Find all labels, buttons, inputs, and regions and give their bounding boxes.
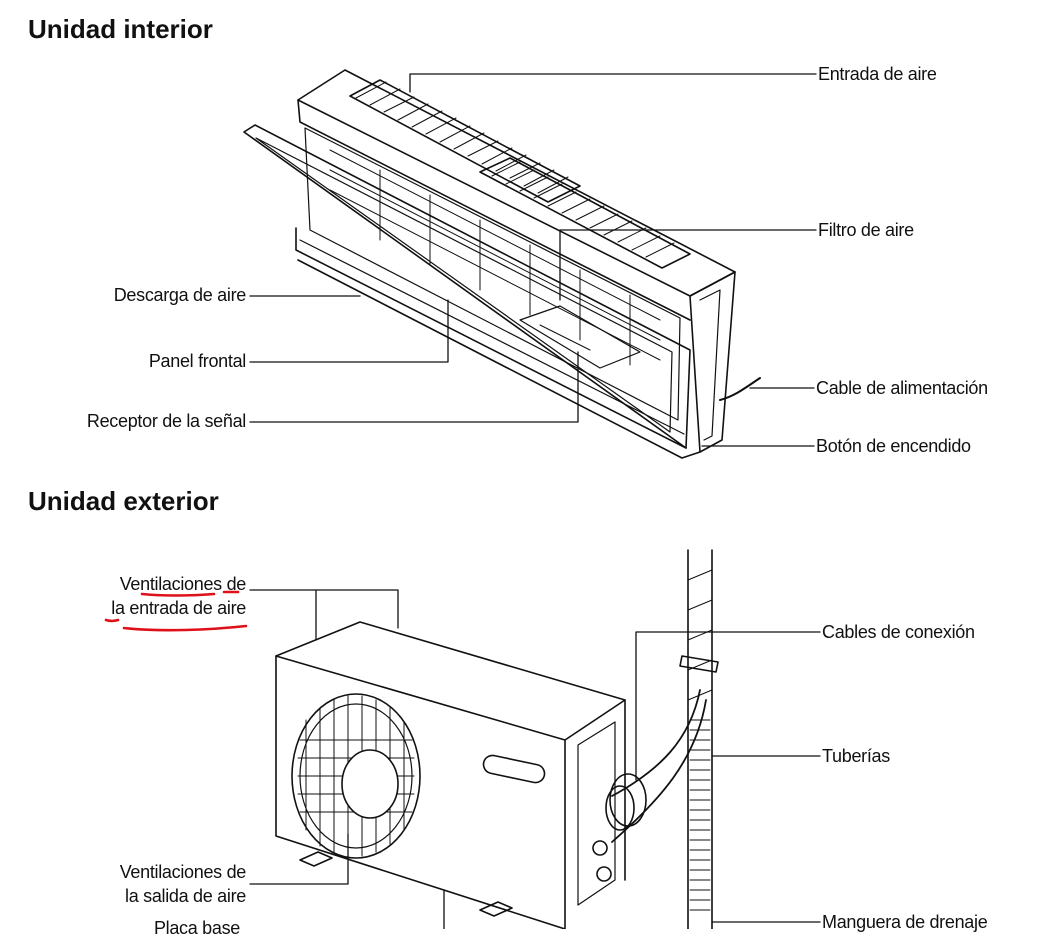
label-air-filter: Filtro de aire — [818, 220, 914, 240]
red-underline-annotation — [104, 590, 248, 632]
label-pipes: Tuberías — [822, 746, 890, 766]
label-air-outlet: Descarga de aire — [113, 285, 247, 305]
inlet-grille-slats — [355, 81, 675, 258]
label-outlet-vents-line1: Ventilaciones de — [119, 862, 247, 882]
outdoor-unit-drawing — [249, 549, 821, 929]
indoor-unit-drawing — [243, 69, 817, 459]
label-inlet-vents-line2: la entrada de aire — [111, 598, 246, 618]
label-front-panel: Panel frontal — [148, 351, 246, 371]
label-inlet-vents-line1: Ventilaciones de — [119, 574, 247, 594]
pipe-wrap — [687, 569, 713, 701]
drain-hose-ribs — [689, 719, 711, 911]
outdoor-unit-heading: Unidad exterior — [28, 486, 219, 516]
label-power-button: Botón de encendido — [816, 436, 971, 456]
indoor-unit-heading: Unidad interior — [28, 14, 213, 44]
label-connection-cables: Cables de conexión — [822, 622, 975, 642]
filter-mesh — [329, 149, 661, 366]
label-air-inlet: Entrada de aire — [818, 64, 937, 84]
label-signal-receiver: Receptor de la señal — [86, 411, 246, 431]
label-power-cable: Cable de alimentación — [816, 378, 988, 398]
label-drain-hose: Manguera de drenaje — [822, 912, 988, 932]
label-outlet-vents-line2: la salida de aire — [125, 886, 246, 906]
